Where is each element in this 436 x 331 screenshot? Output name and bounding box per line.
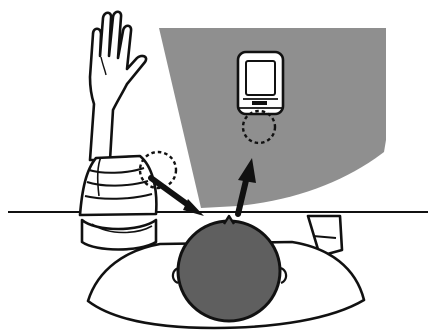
- upper-arm-cuff-icon: [80, 152, 176, 250]
- raised-hand-icon: [90, 12, 146, 160]
